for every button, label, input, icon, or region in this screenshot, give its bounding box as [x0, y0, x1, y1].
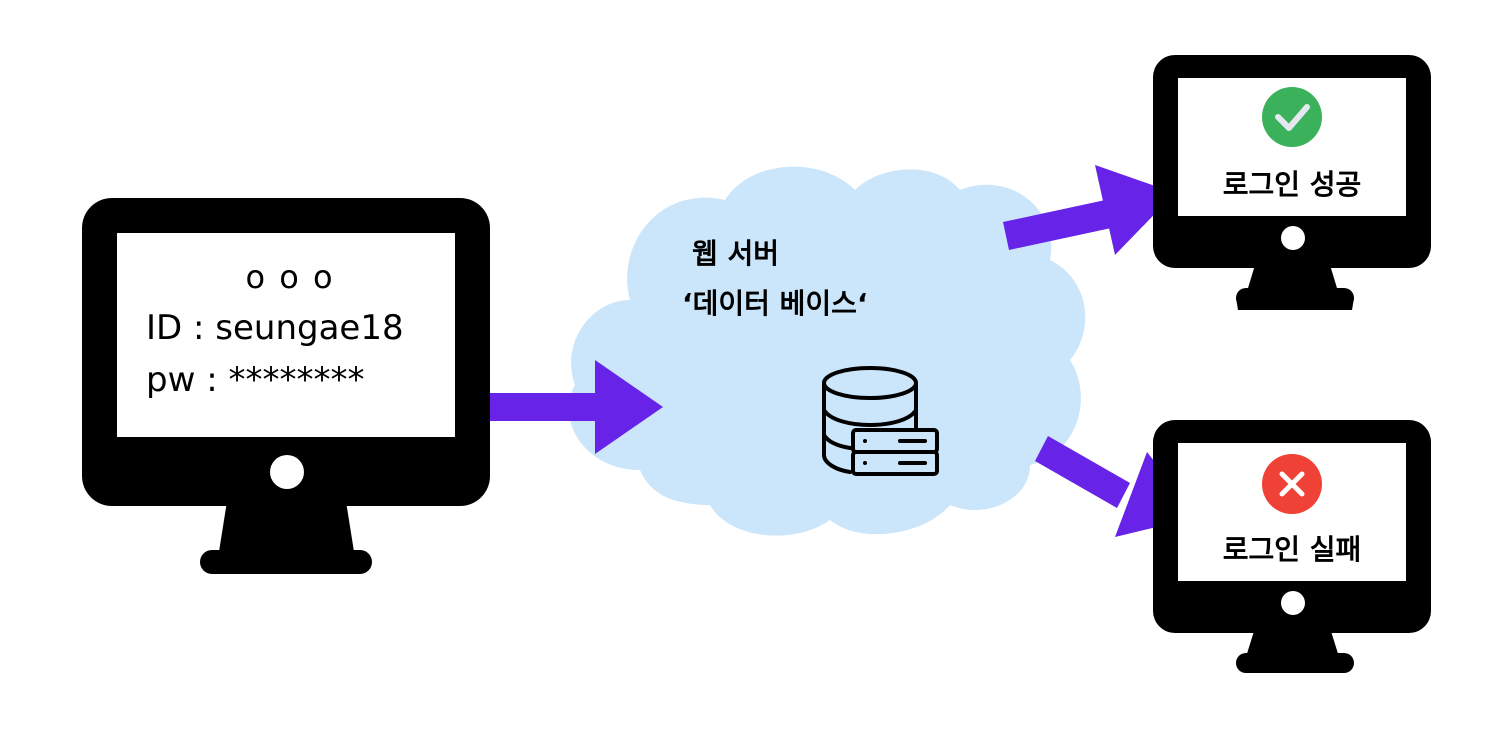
client-monitor	[82, 198, 490, 574]
login-success-label: 로그인 성공	[1222, 168, 1362, 201]
login-failure-label: 로그인 실패	[1222, 533, 1362, 566]
arrow-client-to-server	[485, 360, 663, 454]
web-server-label: 웹 서버	[692, 237, 780, 270]
success-power-button	[1281, 226, 1305, 250]
web-server-cloud	[568, 166, 1086, 536]
check-circle-icon	[1262, 87, 1322, 147]
login-form-title: o o o	[245, 258, 335, 296]
failure-power-button	[1281, 591, 1305, 615]
client-screen	[117, 233, 455, 437]
success-monitor	[1153, 55, 1431, 310]
login-password-line: pw : ********	[146, 360, 365, 400]
database-server-icon	[822, 366, 939, 476]
x-circle-icon	[1262, 454, 1322, 514]
login-id-line: ID : seungae18	[146, 308, 404, 348]
client-power-button	[270, 455, 304, 489]
database-label: ‘데이터 베이스‘	[682, 287, 868, 320]
